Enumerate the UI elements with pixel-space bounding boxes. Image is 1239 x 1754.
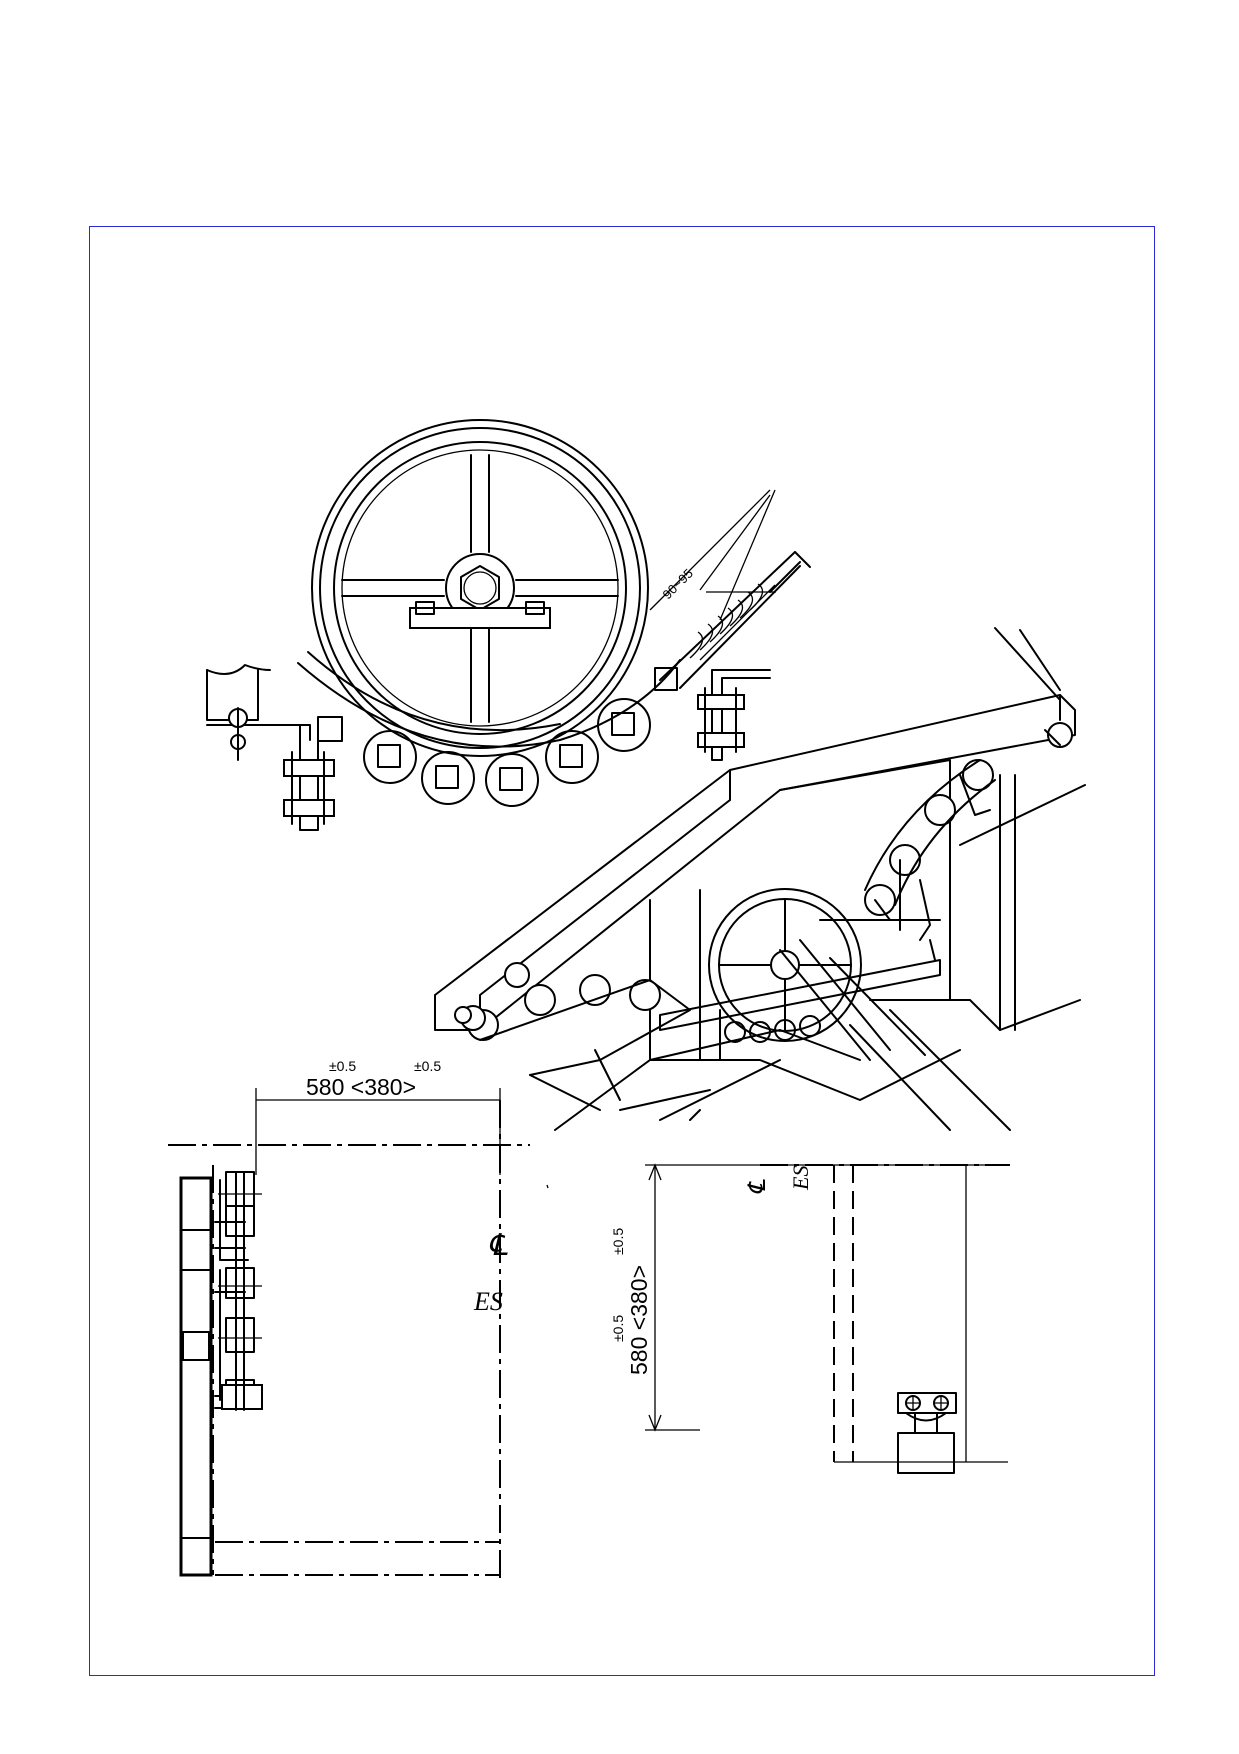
step-rollers-right xyxy=(864,722,1073,916)
side-dimension: 580 <380> xyxy=(626,1265,652,1375)
side-es-label: ES xyxy=(788,1166,813,1191)
plan-es-label: ES xyxy=(473,1287,503,1316)
plan-tolerance-b: ±0.5 xyxy=(414,1058,441,1074)
side-tolerance-b: ±0.5 xyxy=(610,1315,626,1342)
plan-tolerance-a: ±0.5 xyxy=(329,1058,356,1074)
side-clamp-bracket xyxy=(897,1392,957,1474)
spring-dimension: 90~95 xyxy=(660,566,696,602)
side-tolerance-a: ±0.5 xyxy=(610,1228,626,1255)
plan-centerline-symbol: ℄ xyxy=(488,1229,508,1262)
lower-chain xyxy=(724,1015,821,1043)
drawing-frame xyxy=(89,226,1155,1676)
drive-wheel-detail: 90~95 xyxy=(206,419,811,831)
step-rollers-left xyxy=(454,962,661,1041)
plan-dimension: 580 <380> xyxy=(306,1074,416,1100)
side-view: ±0.5 ±0.5 580 <380> ℄ ES xyxy=(610,1163,1010,1474)
escalator-truss-assembly xyxy=(434,627,1086,1131)
plan-roller-brackets xyxy=(214,1171,263,1411)
plan-view: ±0.5 ±0.5 580 <380> ℄ ES xyxy=(168,1058,549,1580)
side-centerline-symbol: ℄ xyxy=(745,1179,771,1195)
chain-links xyxy=(317,667,678,807)
